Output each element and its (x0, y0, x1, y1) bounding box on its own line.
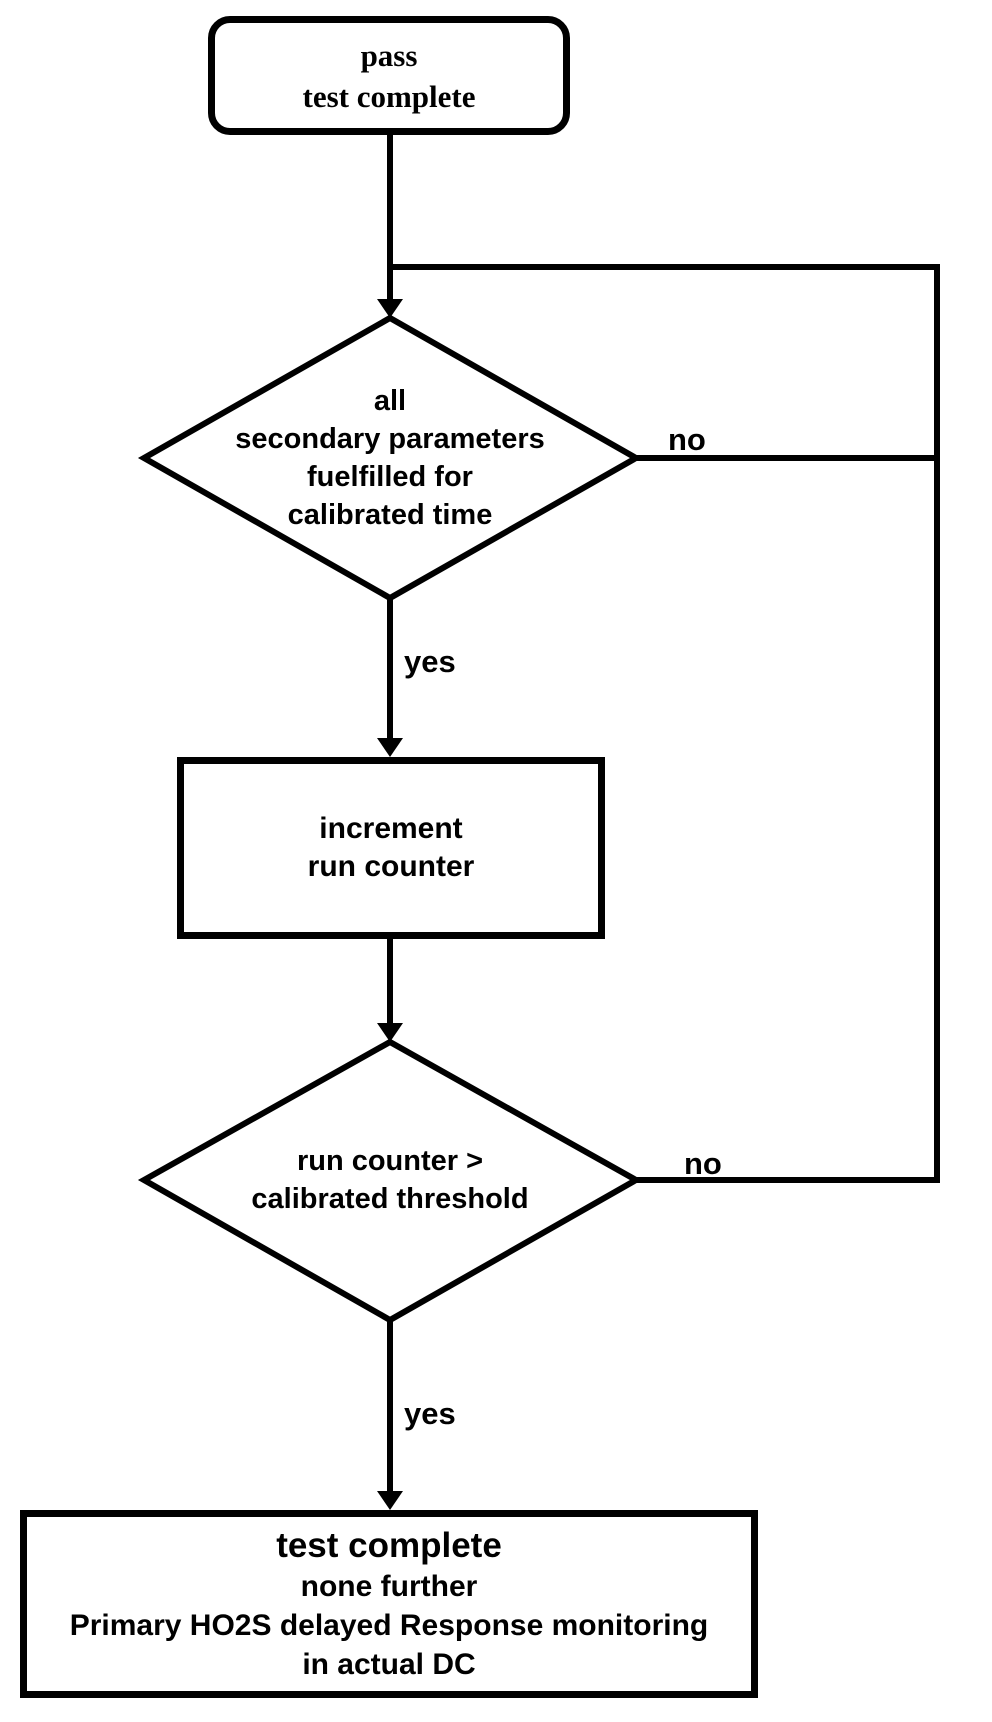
start-node-line: pass (360, 37, 418, 73)
increment-node: increment run counter (177, 757, 605, 939)
arrowhead-into-increment (377, 738, 403, 757)
decision2-diamond-shape (137, 1038, 643, 1324)
end-node: test complete none further Primary HO2S … (20, 1510, 758, 1698)
start-node-line: test complete (302, 78, 476, 114)
increment-node-line: increment (319, 812, 463, 845)
decision1-label: all secondary parameters fuelfilled for … (145, 382, 635, 534)
end-node-line: Primary HO2S delayed Response monitoring (69, 1608, 709, 1642)
decision1-line: calibrated time (287, 499, 493, 531)
arrowhead-into-decision2 (377, 1023, 403, 1042)
decision1-diamond-shape (137, 314, 643, 602)
end-node-line: test complete (276, 1525, 502, 1565)
decision1-yes-label: yes (404, 644, 456, 679)
arrowhead-into-end (377, 1491, 403, 1510)
arrowhead-into-decision1 (377, 299, 403, 318)
decision1-no-label: no (668, 422, 706, 457)
decision1-line: secondary parameters (235, 423, 545, 455)
decision1-line: fuelfilled for (307, 461, 473, 493)
decision1-line: all (373, 385, 407, 417)
decision2-label: run counter > calibrated threshold (145, 1142, 635, 1218)
decision2-line: run counter > (296, 1145, 484, 1177)
increment-node-line: run counter (307, 850, 475, 883)
decision2-no-label: no (684, 1146, 722, 1181)
no-loop-line (390, 264, 940, 1183)
decision2-yes-label: yes (404, 1396, 456, 1431)
end-node-line: none further (300, 1569, 478, 1603)
decision2-line: calibrated threshold (251, 1183, 529, 1215)
end-node-line: in actual DC (302, 1647, 476, 1681)
start-node: pass test complete (208, 16, 570, 135)
